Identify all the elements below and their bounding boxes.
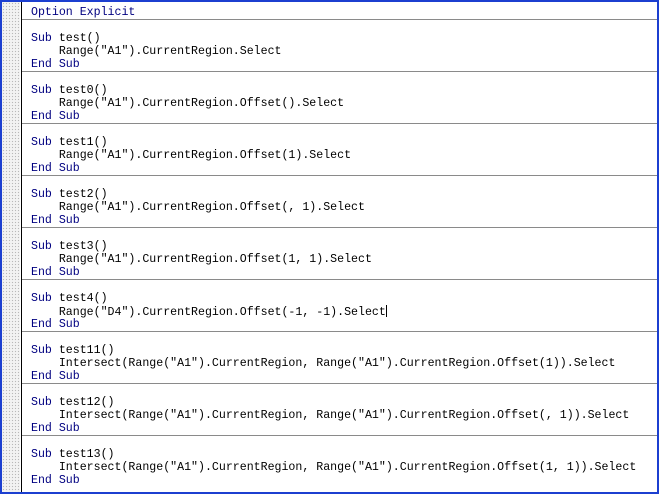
- indent: [31, 45, 59, 58]
- statement: Intersect(Range("A1").CurrentRegion, Ran…: [58, 461, 637, 474]
- procedure-separator: [22, 279, 657, 280]
- end-sub-line[interactable]: End Sub: [31, 162, 80, 175]
- end-sub-keyword: End Sub: [31, 266, 80, 279]
- statement: Intersect(Range("A1").CurrentRegion, Ran…: [58, 357, 616, 370]
- sub-keyword: Sub: [31, 32, 52, 45]
- sub-keyword: Sub: [31, 344, 52, 357]
- procedure-name: test13(): [58, 448, 115, 461]
- end-sub-line[interactable]: End Sub: [31, 110, 80, 123]
- sub-keyword: Sub: [31, 84, 52, 97]
- sub-declaration-line[interactable]: Sub test11(): [31, 344, 115, 357]
- procedure-name: test1(): [58, 136, 108, 149]
- text-cursor: [385, 305, 387, 317]
- procedure-block: Sub test0() Range("A1").CurrentRegion.Of…: [22, 71, 657, 123]
- end-sub-line[interactable]: End Sub: [31, 318, 80, 331]
- statement: Range("A1").CurrentRegion.Offset().Selec…: [58, 97, 345, 110]
- code-editor[interactable]: Option Explicit Sub test() Range("A1").C…: [22, 2, 657, 492]
- sub-declaration-line[interactable]: Sub test4(): [31, 292, 108, 305]
- code-line[interactable]: Range("A1").CurrentRegion.Offset(1, 1).S…: [31, 253, 372, 266]
- procedure-separator: [22, 71, 657, 72]
- procedure-block: Sub test2() Range("A1").CurrentRegion.Of…: [22, 175, 657, 227]
- sub-keyword: Sub: [31, 240, 52, 253]
- statement: Intersect(Range("A1").CurrentRegion, Ran…: [58, 409, 630, 422]
- procedure-block: Sub test3() Range("A1").CurrentRegion.Of…: [22, 227, 657, 279]
- sub-keyword: Sub: [31, 188, 52, 201]
- indent: [31, 409, 59, 422]
- sub-keyword: Sub: [31, 396, 52, 409]
- code-line[interactable]: Intersect(Range("A1").CurrentRegion, Ran…: [31, 461, 636, 474]
- indent: [31, 201, 59, 214]
- procedure-name: test12(): [58, 396, 115, 409]
- indent: [31, 253, 59, 266]
- statement: Range("A1").CurrentRegion.Select: [58, 45, 282, 58]
- procedure-block: Sub test13() Intersect(Range("A1").Curre…: [22, 435, 657, 487]
- sub-keyword: Sub: [31, 448, 52, 461]
- procedure-name: test(): [58, 32, 101, 45]
- statement: Range("D4").CurrentRegion.Offset(-1, -1)…: [58, 306, 386, 319]
- indent: [31, 461, 59, 474]
- indent: [31, 357, 59, 370]
- end-sub-keyword: End Sub: [31, 58, 80, 71]
- procedure-name: test3(): [58, 240, 108, 253]
- indent: [31, 149, 59, 162]
- margin-indicator-bar[interactable]: [2, 2, 20, 492]
- end-sub-line[interactable]: End Sub: [31, 370, 80, 383]
- procedure-name: test2(): [58, 188, 108, 201]
- end-sub-keyword: End Sub: [31, 110, 80, 123]
- procedure-block: Sub test11() Intersect(Range("A1").Curre…: [22, 331, 657, 383]
- code-line[interactable]: Range("A1").CurrentRegion.Select: [31, 45, 282, 58]
- procedure-name: test11(): [58, 344, 115, 357]
- end-sub-line[interactable]: End Sub: [31, 266, 80, 279]
- sub-keyword: Sub: [31, 292, 52, 305]
- end-sub-keyword: End Sub: [31, 214, 80, 227]
- sub-declaration-line[interactable]: Sub test0(): [31, 84, 108, 97]
- sub-declaration-line[interactable]: Sub test13(): [31, 448, 115, 461]
- end-sub-line[interactable]: End Sub: [31, 58, 80, 71]
- sub-declaration-line[interactable]: Sub test12(): [31, 396, 115, 409]
- end-sub-keyword: End Sub: [31, 318, 80, 331]
- procedure-separator: [22, 383, 657, 384]
- procedure-separator: [22, 19, 657, 20]
- statement: Range("A1").CurrentRegion.Offset(1).Sele…: [58, 149, 352, 162]
- statement: Range("A1").CurrentRegion.Offset(, 1).Se…: [58, 201, 365, 214]
- procedure-separator: [22, 123, 657, 124]
- procedure-block: Sub test4() Range("D4").CurrentRegion.Of…: [22, 279, 657, 331]
- sub-keyword: Sub: [31, 136, 52, 149]
- code-line[interactable]: Range("D4").CurrentRegion.Offset(-1, -1)…: [31, 305, 387, 319]
- procedure-block: Sub test12() Intersect(Range("A1").Curre…: [22, 383, 657, 435]
- sub-declaration-line[interactable]: Sub test1(): [31, 136, 108, 149]
- procedure-block: Sub test1() Range("A1").CurrentRegion.Of…: [22, 123, 657, 175]
- procedure-name: test0(): [58, 84, 108, 97]
- code-line[interactable]: Range("A1").CurrentRegion.Offset(1).Sele…: [31, 149, 351, 162]
- code-line[interactable]: Range("A1").CurrentRegion.Offset().Selec…: [31, 97, 344, 110]
- indent: [31, 97, 59, 110]
- code-line[interactable]: Intersect(Range("A1").CurrentRegion, Ran…: [31, 357, 616, 370]
- end-sub-keyword: End Sub: [31, 162, 80, 175]
- option-explicit-statement: Option Explicit: [31, 6, 136, 19]
- procedure-separator: [22, 331, 657, 332]
- statement: Range("A1").CurrentRegion.Offset(1, 1).S…: [58, 253, 372, 266]
- end-sub-keyword: End Sub: [31, 474, 80, 487]
- procedure-separator: [22, 435, 657, 436]
- procedure-block: Sub test() Range("A1").CurrentRegion.Sel…: [22, 19, 657, 71]
- end-sub-line[interactable]: End Sub: [31, 214, 80, 227]
- end-sub-keyword: End Sub: [31, 370, 80, 383]
- code-line[interactable]: Range("A1").CurrentRegion.Offset(, 1).Se…: [31, 201, 365, 214]
- procedure-name: test4(): [58, 292, 108, 305]
- end-sub-line[interactable]: End Sub: [31, 422, 80, 435]
- end-sub-keyword: End Sub: [31, 422, 80, 435]
- declarations-line[interactable]: Option Explicit: [31, 6, 135, 19]
- procedure-separator: [22, 175, 657, 176]
- procedure-separator: [22, 227, 657, 228]
- end-sub-line[interactable]: End Sub: [31, 474, 80, 487]
- sub-declaration-line[interactable]: Sub test2(): [31, 188, 108, 201]
- gutter-divider: [21, 2, 22, 492]
- code-line[interactable]: Intersect(Range("A1").CurrentRegion, Ran…: [31, 409, 630, 422]
- sub-declaration-line[interactable]: Sub test(): [31, 32, 101, 45]
- sub-declaration-line[interactable]: Sub test3(): [31, 240, 108, 253]
